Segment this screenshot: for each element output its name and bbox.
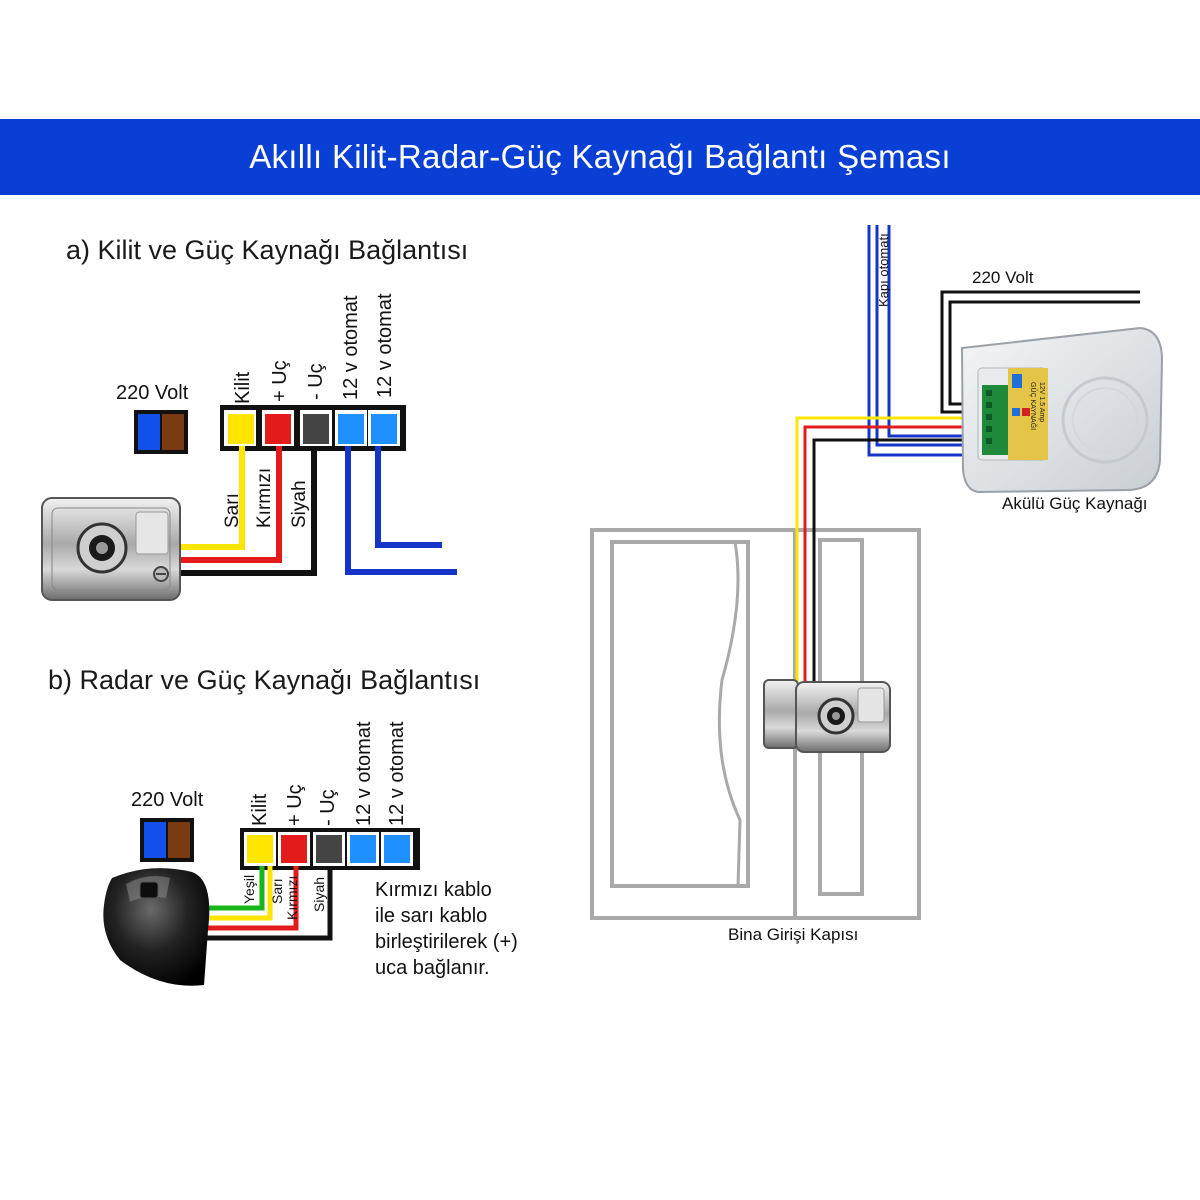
section-b-mains-terminal (140, 818, 194, 862)
door-label: Bina Girişi Kapısı (728, 925, 858, 944)
section-a-title: a) Kilit ve Güç Kaynağı Bağlantısı (66, 235, 469, 265)
section-a-wires (180, 446, 457, 576)
section-a-wire-label-black: Siyah (289, 480, 310, 528)
section-a-lock-image (41, 497, 181, 601)
section-b-note-line-2: ile sarı kablo (375, 905, 487, 927)
breaker-label: Kapı otomatı (876, 233, 891, 307)
section-b-terminal-label-kilit: Kilit (249, 793, 271, 826)
section-b-terminal-label-plus: + Uç (284, 784, 306, 826)
section-b-note-line-4: uca bağlanır. (375, 957, 490, 979)
section-b-note-line-1: Kırmızı kablo (375, 879, 492, 901)
psu-label: Akülü Güç Kaynağı (1002, 494, 1148, 513)
section-b-wire-label-black: Siyah (311, 877, 327, 912)
section-b-terminal-label-breaker-2: 12 v otomat (386, 721, 408, 826)
title-banner: Akıllı Kilit-Radar-Güç Kaynağı Bağlantı … (0, 119, 1200, 195)
section-b-wire-label-yellow: Sarı (269, 878, 285, 904)
section-b-note-line-3: birleştirilerek (+) (375, 931, 518, 953)
section-a-mains-terminal (134, 410, 188, 454)
section-a-terminal-label-breaker-2: 12 v otomat (374, 293, 396, 398)
section-b-terminal-label-breaker-1: 12 v otomat (353, 721, 375, 826)
power-supply-unit: 12V 1.5 Amp GÜÇ KAYNAĞI (960, 326, 1164, 494)
page-title: Akıllı Kilit-Radar-Güç Kaynağı Bağlantı … (249, 138, 951, 175)
section-b-radar-image (103, 868, 210, 986)
psu-mains-label: 220 Volt (972, 268, 1034, 287)
lock-to-psu-wires (795, 416, 985, 690)
psu-sticker-line-1: 12V 1.5 Amp (1038, 382, 1045, 422)
section-a-mains-label: 220 Volt (116, 382, 189, 404)
section-a-terminal-label-minus: - Uç (305, 363, 327, 400)
section-b-terminal-block (240, 828, 420, 870)
section-a-wire-label-red: Kırmızı (254, 468, 275, 528)
section-a-terminal-block (220, 405, 406, 451)
section-a-wire-label-yellow: Sarı (222, 493, 243, 528)
section-b-mains-label: 220 Volt (131, 789, 204, 811)
section-a-terminal-label-plus: + Uç (269, 360, 291, 402)
section-b-wire-label-red: Kırmızı (284, 876, 300, 920)
section-b-title: b) Radar ve Güç Kaynağı Bağlantısı (48, 665, 481, 695)
section-b-wire-label-green: Yeşil (241, 875, 257, 904)
section-b-wires (200, 866, 333, 941)
section-b-terminal-label-minus: - Uç (317, 789, 339, 826)
section-a-terminal-label-kilit: Kilit (232, 371, 254, 404)
section-a-terminal-label-breaker-1: 12 v otomat (340, 295, 362, 400)
psu-sticker-line-2: GÜÇ KAYNAĞI (1029, 382, 1038, 430)
door-lock-image (763, 679, 891, 753)
breaker-wires (867, 225, 985, 457)
